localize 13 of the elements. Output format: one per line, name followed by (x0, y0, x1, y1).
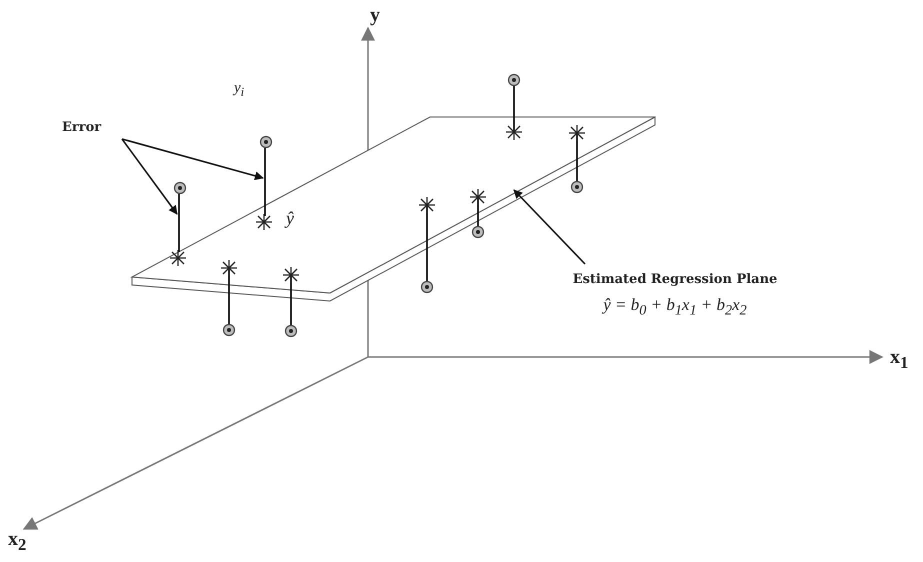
leader-arrow (122, 138, 264, 180)
variable-label: y$_{i}$ (234, 80, 244, 100)
error-line (178, 194, 180, 252)
error-line (264, 148, 266, 216)
callout-text: Estimated Regression Plane (572, 272, 778, 287)
leader-arrow (121, 138, 178, 215)
axis-label: y (370, 4, 380, 27)
callout-text: Error (62, 120, 102, 135)
leader-arrow (513, 189, 586, 265)
axis-label: x$_{2}$ (8, 528, 26, 555)
variable-label: ŷ (286, 208, 294, 229)
axis-label: x$_{1}$ (890, 346, 908, 373)
regression-equation: ŷ = b$_{0}$ + b$_{1}$x$_{1}$ + b$_{2}$x$_{2}$ (603, 295, 747, 320)
